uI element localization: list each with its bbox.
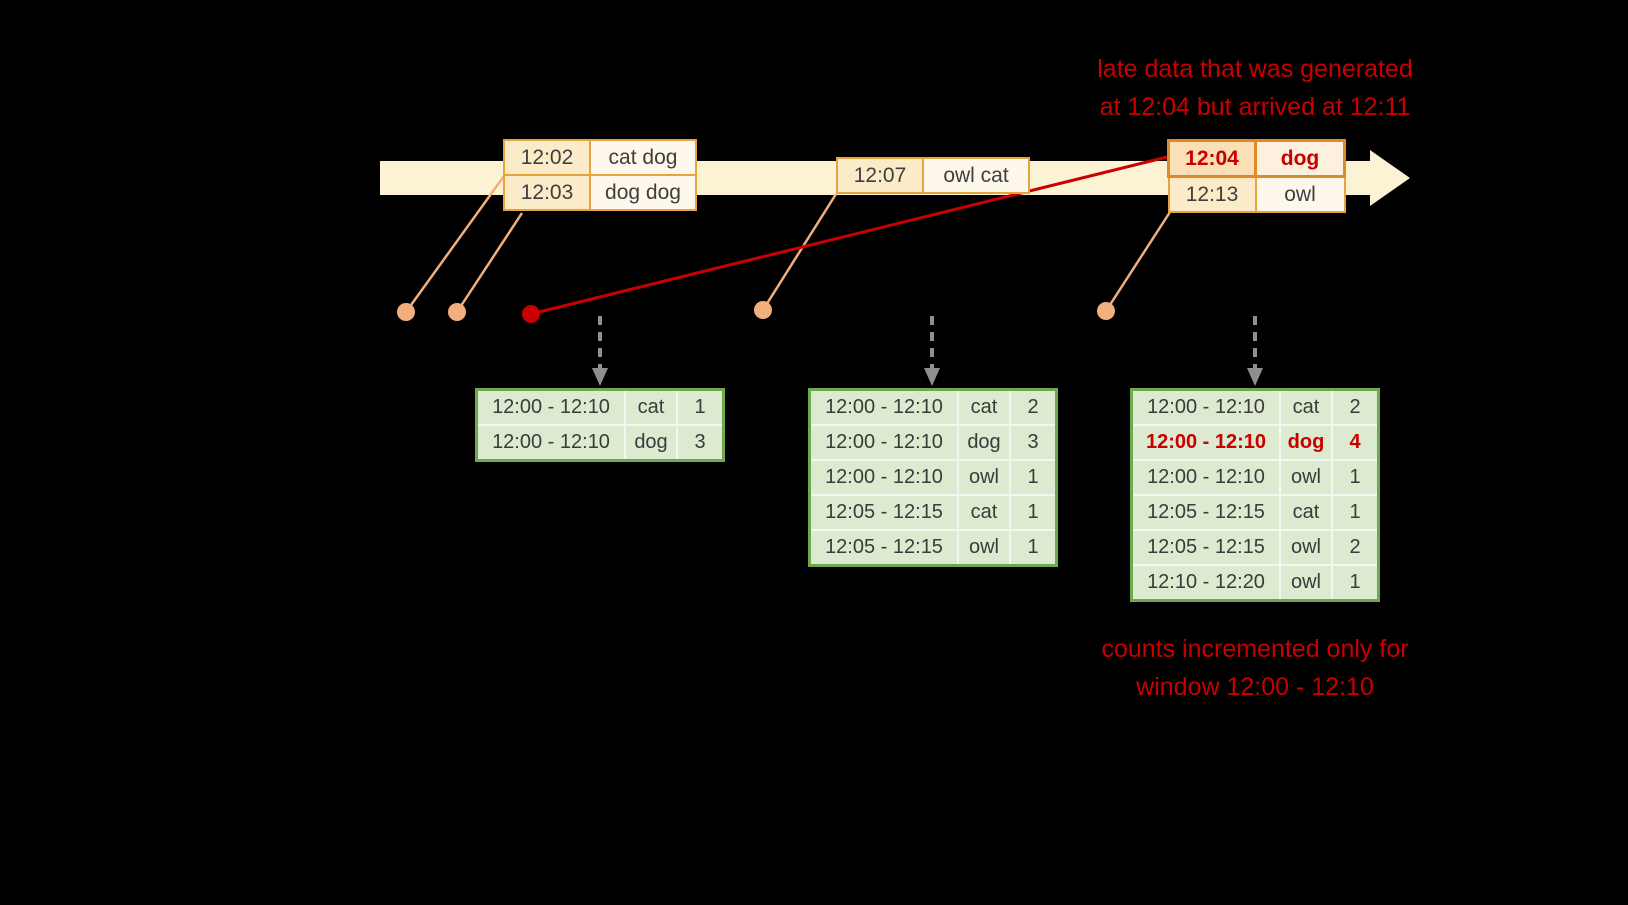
word-cell: cat [624,388,678,426]
word-cell: owl [1279,459,1333,496]
window-cell: 12:05 - 12:15 [1130,494,1281,531]
late-data-annotation-line1: late data that was generated [1097,55,1413,83]
table-row: 12:00 - 12:10 cat 1 [475,388,725,426]
table-row: 12:00 - 12:10 owl 1 [1130,459,1380,496]
result-table-2: 12:00 - 12:10 cat 2 12:00 - 12:10 dog 3 … [808,388,1058,567]
table-row: 12:13 owl [1167,175,1346,213]
event-words-cell: owl cat [922,157,1030,194]
event-time-cell: 12:02 [503,139,591,176]
connector-line [404,175,506,313]
table-row: 12:10 - 12:20 owl 1 [1130,564,1380,602]
count-cell: 2 [1331,529,1380,566]
late-event-row: 12:04 dog [1167,139,1346,178]
count-cell: 1 [1331,564,1380,602]
count-cell: 2 [1331,388,1380,426]
counts-annotation-line1: counts incremented only for [1101,635,1409,663]
word-cell: cat [1279,494,1333,531]
result-table-1: 12:00 - 12:10 cat 1 12:00 - 12:10 dog 3 [475,388,725,462]
count-cell: 1 [1009,494,1058,531]
table-row: 12:03 dog dog [503,174,697,211]
connector-line [761,193,838,311]
table-row: 12:05 - 12:15 owl 2 [1130,529,1380,566]
event-time-cell: 12:03 [503,174,591,211]
late-data-annotation-line2: at 12:04 but arrived at 12:11 [1099,93,1411,121]
table-row: 12:00 - 12:10 owl 1 [808,459,1058,496]
window-cell: 12:00 - 12:10 [475,424,626,462]
word-cell: dog [1279,424,1333,461]
count-cell: 3 [676,424,725,462]
table-row: 12:00 - 12:10 dog 3 [808,424,1058,461]
word-cell: dog [957,424,1011,461]
counts-annotation: counts incremented only for window 12:00… [1025,630,1485,706]
table-row: 12:02 cat dog [503,139,697,176]
count-cell: 1 [1331,459,1380,496]
table-row: 12:05 - 12:15 cat 1 [1130,494,1380,531]
event-table-3: 12:04 dog 12:13 owl [1167,139,1346,213]
event-time-cell: 12:04 [1167,139,1257,178]
count-cell: 4 [1331,424,1380,461]
table-row: 12:00 - 12:10 dog 3 [475,424,725,462]
window-cell: 12:00 - 12:10 [1130,388,1281,426]
word-cell: owl [1279,564,1333,602]
count-cell: 1 [1331,494,1380,531]
table-row: 12:00 - 12:10 cat 2 [808,388,1058,426]
window-cell: 12:00 - 12:10 [808,459,959,496]
trigger-arrowhead [1247,368,1263,386]
late-data-annotation: late data that was generated at 12:04 bu… [1025,50,1485,126]
word-cell: dog [624,424,678,462]
word-cell: owl [957,459,1011,496]
count-cell: 1 [1009,459,1058,496]
word-cell: cat [957,388,1011,426]
trigger-arrowhead [924,368,940,386]
event-words-cell: owl [1254,175,1346,213]
event-dot [397,303,415,321]
event-table-1: 12:02 cat dog 12:03 dog dog [503,139,697,211]
event-dot [448,303,466,321]
window-cell: 12:05 - 12:15 [808,529,959,567]
count-cell: 1 [676,388,725,426]
counts-annotation-line2: window 12:00 - 12:10 [1136,673,1374,701]
event-words-cell: dog [1254,139,1346,178]
connector-line [1104,211,1172,312]
window-cell: 12:00 - 12:10 [475,388,626,426]
trigger-arrowhead [592,368,608,386]
window-cell: 12:05 - 12:15 [1130,529,1281,566]
result-table-3: 12:00 - 12:10 cat 2 12:00 - 12:10 dog 4 … [1130,388,1380,602]
word-cell: cat [1279,388,1333,426]
late-event-dot [522,305,540,323]
window-cell: 12:00 - 12:10 [808,424,959,461]
event-time-cell: 12:07 [836,157,924,194]
count-cell: 1 [1009,529,1058,567]
count-cell: 3 [1009,424,1058,461]
event-time-cell: 12:13 [1167,175,1257,213]
event-table-2: 12:07 owl cat [836,157,1030,194]
event-words-cell: cat dog [589,139,697,176]
window-cell: 12:05 - 12:15 [808,494,959,531]
event-dot [754,301,772,319]
event-dot [1097,302,1115,320]
event-time-axis-arrowhead [1370,150,1410,206]
connector-line [455,212,524,313]
count-cell: 2 [1009,388,1058,426]
window-cell: 12:00 - 12:10 [1130,424,1281,461]
table-row: 12:05 - 12:15 owl 1 [808,529,1058,567]
window-cell: 12:10 - 12:20 [1130,564,1281,602]
updated-count-row: 12:00 - 12:10 dog 4 [1130,424,1380,461]
word-cell: owl [1279,529,1333,566]
window-cell: 12:00 - 12:10 [808,388,959,426]
event-words-cell: dog dog [589,174,697,211]
word-cell: cat [957,494,1011,531]
table-row: 12:00 - 12:10 cat 2 [1130,388,1380,426]
window-cell: 12:00 - 12:10 [1130,459,1281,496]
table-row: 12:05 - 12:15 cat 1 [808,494,1058,531]
table-row: 12:07 owl cat [836,157,1030,194]
word-cell: owl [957,529,1011,567]
